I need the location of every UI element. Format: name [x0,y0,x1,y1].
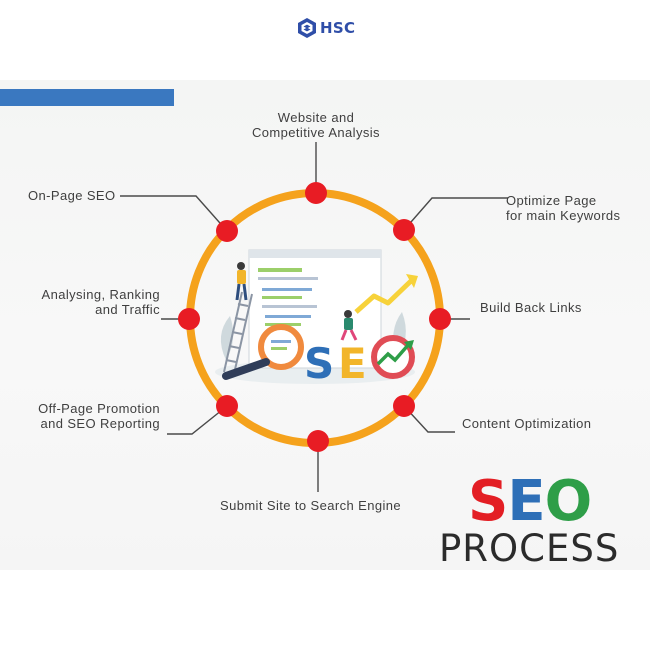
hsc-logo-icon [298,18,316,38]
header: HSC [0,0,650,60]
connector-2 [403,197,508,231]
seo-process-diagram: S E [120,142,508,492]
process-subtitle: PROCESS [439,527,620,570]
step-label-build-back-links: Build Back Links [480,300,582,315]
svg-text:S: S [304,339,334,388]
svg-text:E: E [338,339,367,388]
node-4 [393,395,415,417]
step-label-optimize-page: Optimize Page for main Keywords [506,193,621,223]
connector-8 [120,195,228,232]
node-5 [307,430,329,452]
connector-4 [403,405,455,433]
seo-title: SEO [468,472,614,532]
node-6 [216,395,238,417]
step-label-off-page-promotion: Off-Page Promotion and SEO Reporting [38,401,160,431]
node-3 [429,308,451,330]
seo-letter-e: E [507,469,545,534]
node-8 [216,220,238,242]
seo-illustration: S E [215,249,418,388]
step-label-content-optimization: Content Optimization [462,416,592,431]
brand-logo[interactable]: HSC [297,16,355,40]
seo-letter-s: S [468,469,508,534]
step-label-website-analysis: Website and Competitive Analysis [252,110,380,140]
accent-bar [0,89,174,106]
node-7 [178,308,200,330]
node-1 [305,182,327,204]
seo-letter-o: O [544,469,593,534]
step-label-submit-site: Submit Site to Search Engine [220,498,402,513]
step-label-analysing-ranking: Analysing, Ranking and Traffic [41,287,160,317]
node-2 [393,219,415,241]
step-nodes [178,182,451,452]
step-label-on-page-seo: On-Page SEO [28,188,116,203]
brand-name: HSC [320,19,356,37]
connector-6 [167,405,228,435]
